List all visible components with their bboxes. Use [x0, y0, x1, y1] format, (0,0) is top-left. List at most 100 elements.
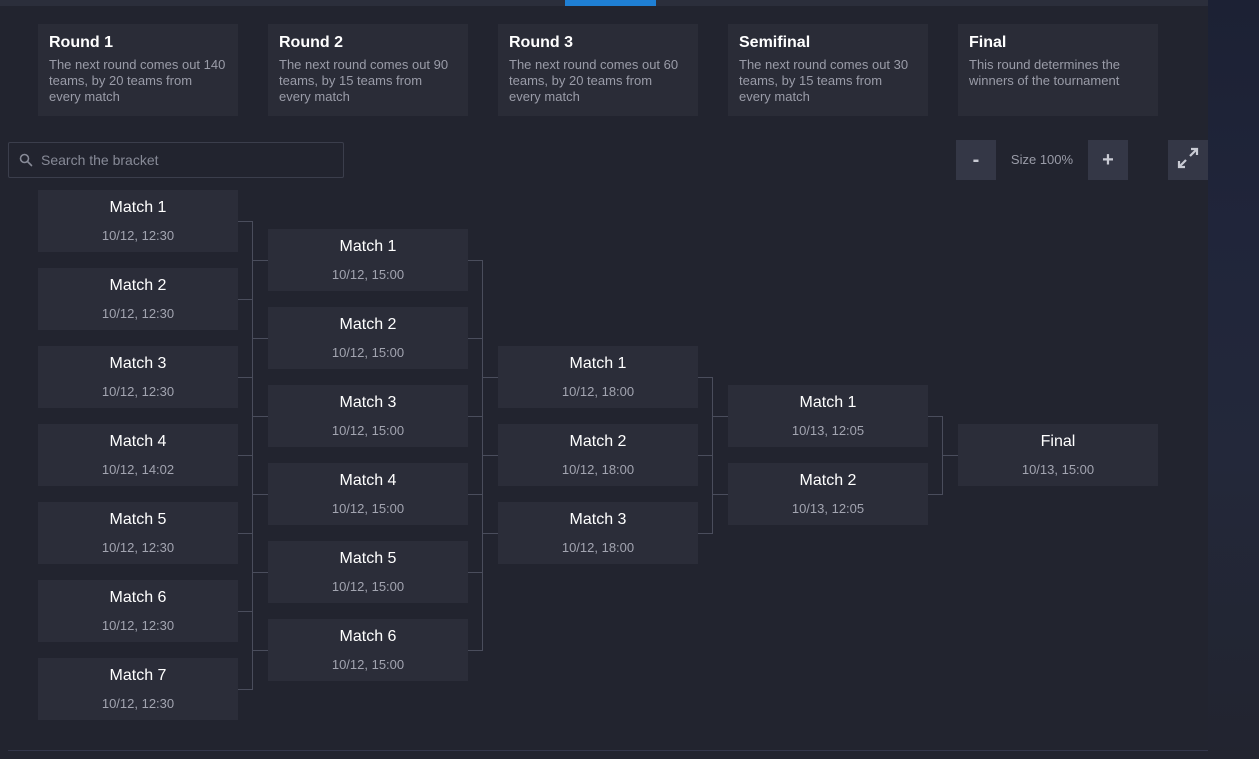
round3-match-card[interactable]: Match 2 10/12, 18:00 — [498, 424, 698, 486]
bracket-connector — [928, 416, 943, 417]
match-time: 10/12, 15:00 — [331, 423, 405, 438]
round-description: This round determines the winners of the… — [969, 57, 1121, 88]
match-name: Match 2 — [799, 472, 857, 489]
semifinal-match-card[interactable]: Match 2 10/13, 12:05 — [728, 463, 928, 525]
bracket-connector — [252, 650, 268, 651]
active-tab-indicator — [565, 0, 656, 6]
match-time: 10/13, 15:00 — [1021, 462, 1095, 477]
bracket-connector — [252, 338, 268, 339]
round2-match-card[interactable]: Match 3 10/12, 15:00 — [268, 385, 468, 447]
bracket-connector — [252, 572, 268, 573]
match-name: Match 1 — [569, 355, 627, 372]
match-name: Match 2 — [339, 316, 397, 333]
bracket-connector — [468, 494, 483, 495]
round-header-3: Round 3 The next round comes out 60 team… — [498, 24, 698, 116]
match-name: Match 4 — [109, 433, 167, 450]
round1-match-card[interactable]: Match 1 10/12, 12:30 — [38, 190, 238, 252]
match-time: 10/12, 12:30 — [101, 306, 175, 321]
match-time: 10/12, 18:00 — [561, 540, 635, 555]
search-box[interactable] — [8, 142, 344, 178]
match-time: 10/12, 15:00 — [331, 657, 405, 672]
bracket-connector — [238, 611, 253, 612]
round2-match-card[interactable]: Match 5 10/12, 15:00 — [268, 541, 468, 603]
bracket-connector — [468, 338, 483, 339]
match-time: 10/12, 15:00 — [331, 501, 405, 516]
match-time: 10/13, 12:05 — [791, 501, 865, 516]
zoom-in-button[interactable]: + — [1088, 140, 1128, 180]
search-input[interactable] — [39, 151, 333, 169]
match-time: 10/12, 15:00 — [331, 579, 405, 594]
bracket-connector — [482, 455, 498, 456]
bracket-connector — [238, 299, 253, 300]
round1-match-card[interactable]: Match 7 10/12, 12:30 — [38, 658, 238, 720]
match-time: 10/12, 15:00 — [331, 345, 405, 360]
round-title: Final — [969, 34, 1007, 51]
round2-match-card[interactable]: Match 2 10/12, 15:00 — [268, 307, 468, 369]
match-time: 10/12, 18:00 — [561, 384, 635, 399]
round-header-final: Final This round determines the winners … — [958, 24, 1158, 116]
round1-match-card[interactable]: Match 3 10/12, 12:30 — [38, 346, 238, 408]
round3-match-card[interactable]: Match 3 10/12, 18:00 — [498, 502, 698, 564]
match-name: Match 5 — [109, 511, 167, 528]
round-description: The next round comes out 140 teams, by 2… — [49, 57, 226, 104]
round1-match-card[interactable]: Match 4 10/12, 14:02 — [38, 424, 238, 486]
round-header-1: Round 1 The next round comes out 140 tea… — [38, 24, 238, 116]
bottom-divider — [8, 750, 1208, 751]
match-name: Match 2 — [569, 433, 627, 450]
round1-match-card[interactable]: Match 2 10/12, 12:30 — [38, 268, 238, 330]
bracket-connector — [238, 221, 253, 222]
match-time: 10/12, 18:00 — [561, 462, 635, 477]
round1-match-card[interactable]: Match 5 10/12, 12:30 — [38, 502, 238, 564]
bracket-connector — [928, 494, 943, 495]
round-header-semifinal: Semifinal The next round comes out 30 te… — [728, 24, 928, 116]
bracket-connector — [698, 377, 713, 378]
round2-match-card[interactable]: Match 1 10/12, 15:00 — [268, 229, 468, 291]
round2-match-card[interactable]: Match 4 10/12, 15:00 — [268, 463, 468, 525]
round-title: Round 2 — [279, 34, 343, 51]
match-name: Final — [1040, 433, 1076, 450]
round-description: The next round comes out 60 teams, by 20… — [509, 57, 679, 104]
round-title: Round 1 — [49, 34, 113, 51]
match-time: 10/12, 12:30 — [101, 618, 175, 633]
match-time: 10/12, 12:30 — [101, 696, 175, 711]
match-time: 10/12, 14:02 — [101, 462, 175, 477]
match-name: Match 1 — [799, 394, 857, 411]
round-description: The next round comes out 90 teams, by 15… — [279, 57, 449, 104]
round2-match-card[interactable]: Match 6 10/12, 15:00 — [268, 619, 468, 681]
round1-match-card[interactable]: Match 6 10/12, 12:30 — [38, 580, 238, 642]
match-name: Match 5 — [339, 550, 397, 567]
match-name: Match 3 — [569, 511, 627, 528]
match-name: Match 3 — [339, 394, 397, 411]
round-header-2: Round 2 The next round comes out 90 team… — [268, 24, 468, 116]
round-description: The next round comes out 30 teams, by 15… — [739, 57, 909, 104]
match-name: Match 3 — [109, 355, 167, 372]
bracket-connector — [482, 377, 498, 378]
bracket-connector — [468, 650, 483, 651]
bracket-connector — [238, 689, 253, 690]
side-panel-edge — [1208, 0, 1259, 759]
match-name: Match 4 — [339, 472, 397, 489]
match-time: 10/12, 12:30 — [101, 384, 175, 399]
bracket-connector — [238, 533, 253, 534]
match-name: Match 1 — [339, 238, 397, 255]
final-match-card[interactable]: Final 10/13, 15:00 — [958, 424, 1158, 486]
expand-icon — [1176, 146, 1200, 175]
match-time: 10/12, 12:30 — [101, 540, 175, 555]
round-title: Semifinal — [739, 34, 811, 51]
fullscreen-button[interactable] — [1168, 140, 1208, 180]
match-time: 10/12, 12:30 — [101, 228, 175, 243]
match-name: Match 6 — [339, 628, 397, 645]
bracket-connector — [252, 260, 268, 261]
zoom-out-button[interactable]: - — [956, 140, 996, 180]
bracket-connector — [238, 455, 253, 456]
bracket-connector — [712, 377, 713, 534]
bracket-connector — [252, 416, 268, 417]
round3-match-card[interactable]: Match 1 10/12, 18:00 — [498, 346, 698, 408]
bracket-connector — [252, 494, 268, 495]
zoom-size-label: Size 100% — [1010, 152, 1074, 167]
bracket-connector — [468, 260, 483, 261]
semifinal-match-card[interactable]: Match 1 10/13, 12:05 — [728, 385, 928, 447]
match-name: Match 6 — [109, 589, 167, 606]
bracket-connector — [468, 572, 483, 573]
bracket-connector — [468, 416, 483, 417]
